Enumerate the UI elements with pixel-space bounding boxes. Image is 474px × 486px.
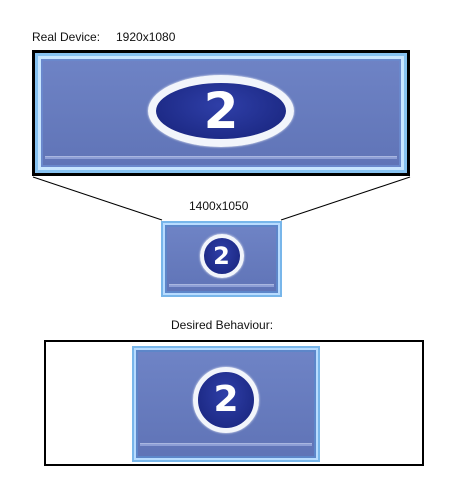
desired-behaviour-label: Desired Behaviour: <box>171 318 274 332</box>
display-number-badge: 2 <box>193 366 259 433</box>
projection-line-right <box>280 176 411 221</box>
taskbar-line <box>169 284 274 287</box>
real-device-screen: 2 <box>32 50 410 176</box>
scaled-screen: 2 <box>161 221 282 297</box>
desired-letterboxed-screen: 2 <box>132 346 320 462</box>
real-device-label: Real Device: <box>32 30 101 44</box>
projection-line-left <box>32 176 163 221</box>
taskbar-line <box>140 443 312 446</box>
real-device-resolution: 1920x1080 <box>116 30 176 44</box>
display-number-badge: 2 <box>148 74 294 147</box>
small-resolution-label: 1400x1050 <box>189 199 249 213</box>
taskbar-line <box>45 156 397 159</box>
display-number-badge: 2 <box>199 234 244 279</box>
